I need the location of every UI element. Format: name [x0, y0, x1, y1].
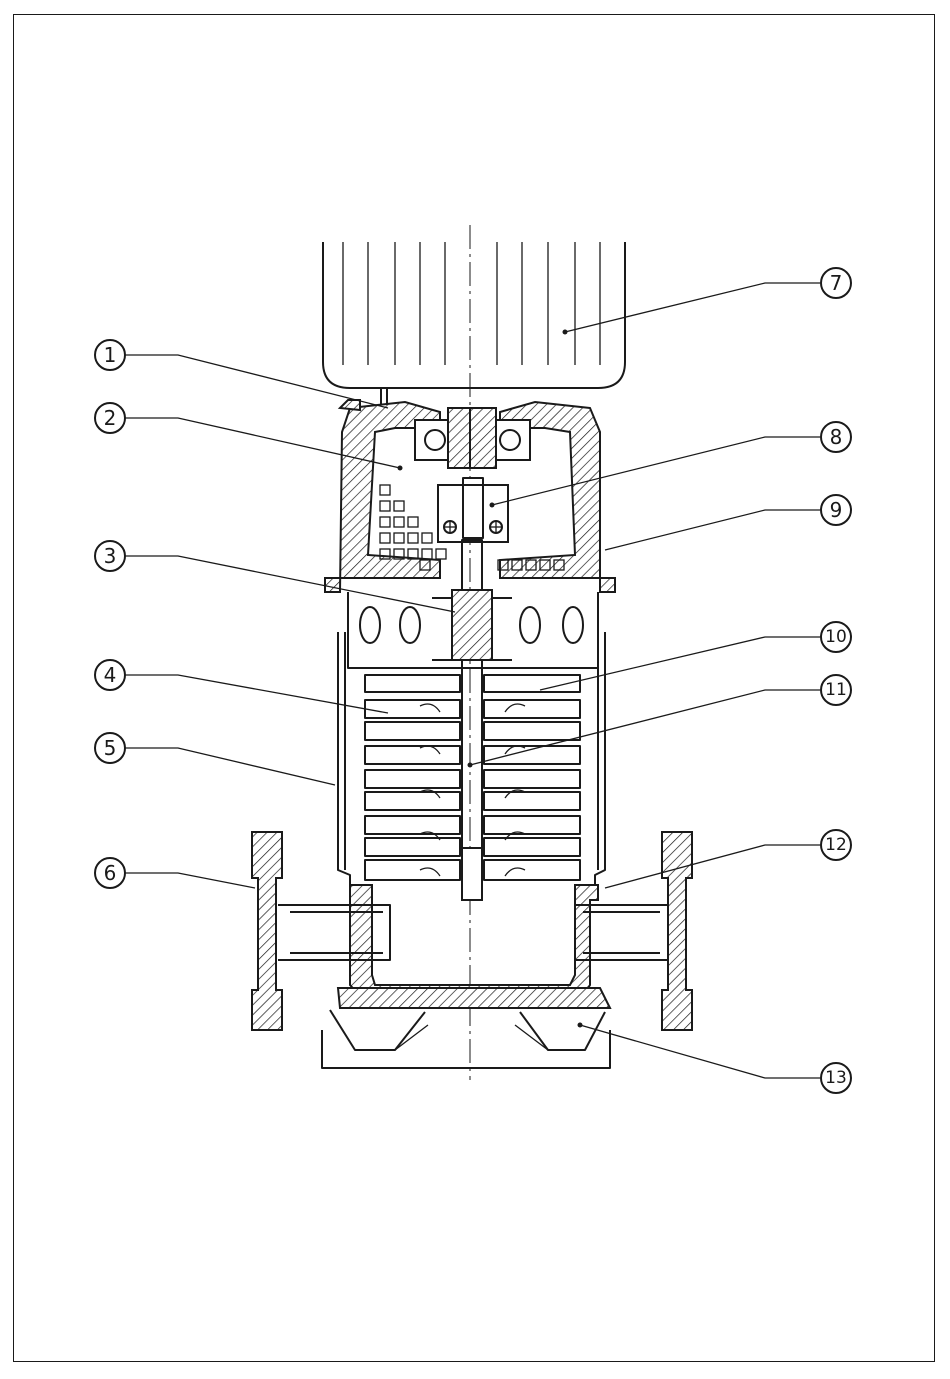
callout-13: 13	[821, 1063, 851, 1093]
callout-label: 3	[104, 544, 117, 568]
callout-2: 2	[95, 403, 125, 433]
shaft-coupling	[438, 478, 508, 542]
callout-label: 12	[825, 835, 847, 855]
callout-label: 13	[825, 1068, 847, 1088]
callout-label: 6	[104, 861, 117, 885]
callout-10: 10	[821, 622, 851, 652]
callout-label: 1	[104, 343, 117, 367]
callout-8: 8	[821, 422, 851, 452]
callout-label: 7	[830, 271, 843, 295]
callout-label: 2	[104, 406, 117, 430]
callout-7: 7	[821, 268, 851, 298]
callout-label: 10	[825, 627, 847, 647]
leader-lines	[125, 283, 820, 1078]
callout-3: 3	[95, 541, 125, 571]
callout-9: 9	[821, 495, 851, 525]
callout-12: 12	[821, 830, 851, 860]
callout-4: 4	[95, 660, 125, 690]
callout-label: 11	[825, 680, 847, 700]
callout-label: 9	[830, 498, 843, 522]
pump-shaft	[452, 540, 492, 900]
callout-label: 5	[104, 736, 117, 760]
callout-label: 4	[104, 663, 117, 687]
callout-label: 8	[830, 425, 843, 449]
callout-1: 1	[95, 340, 125, 370]
callout-11: 11	[821, 675, 851, 705]
callout-5: 5	[95, 733, 125, 763]
callout-6: 6	[95, 858, 125, 888]
motor	[323, 242, 625, 410]
